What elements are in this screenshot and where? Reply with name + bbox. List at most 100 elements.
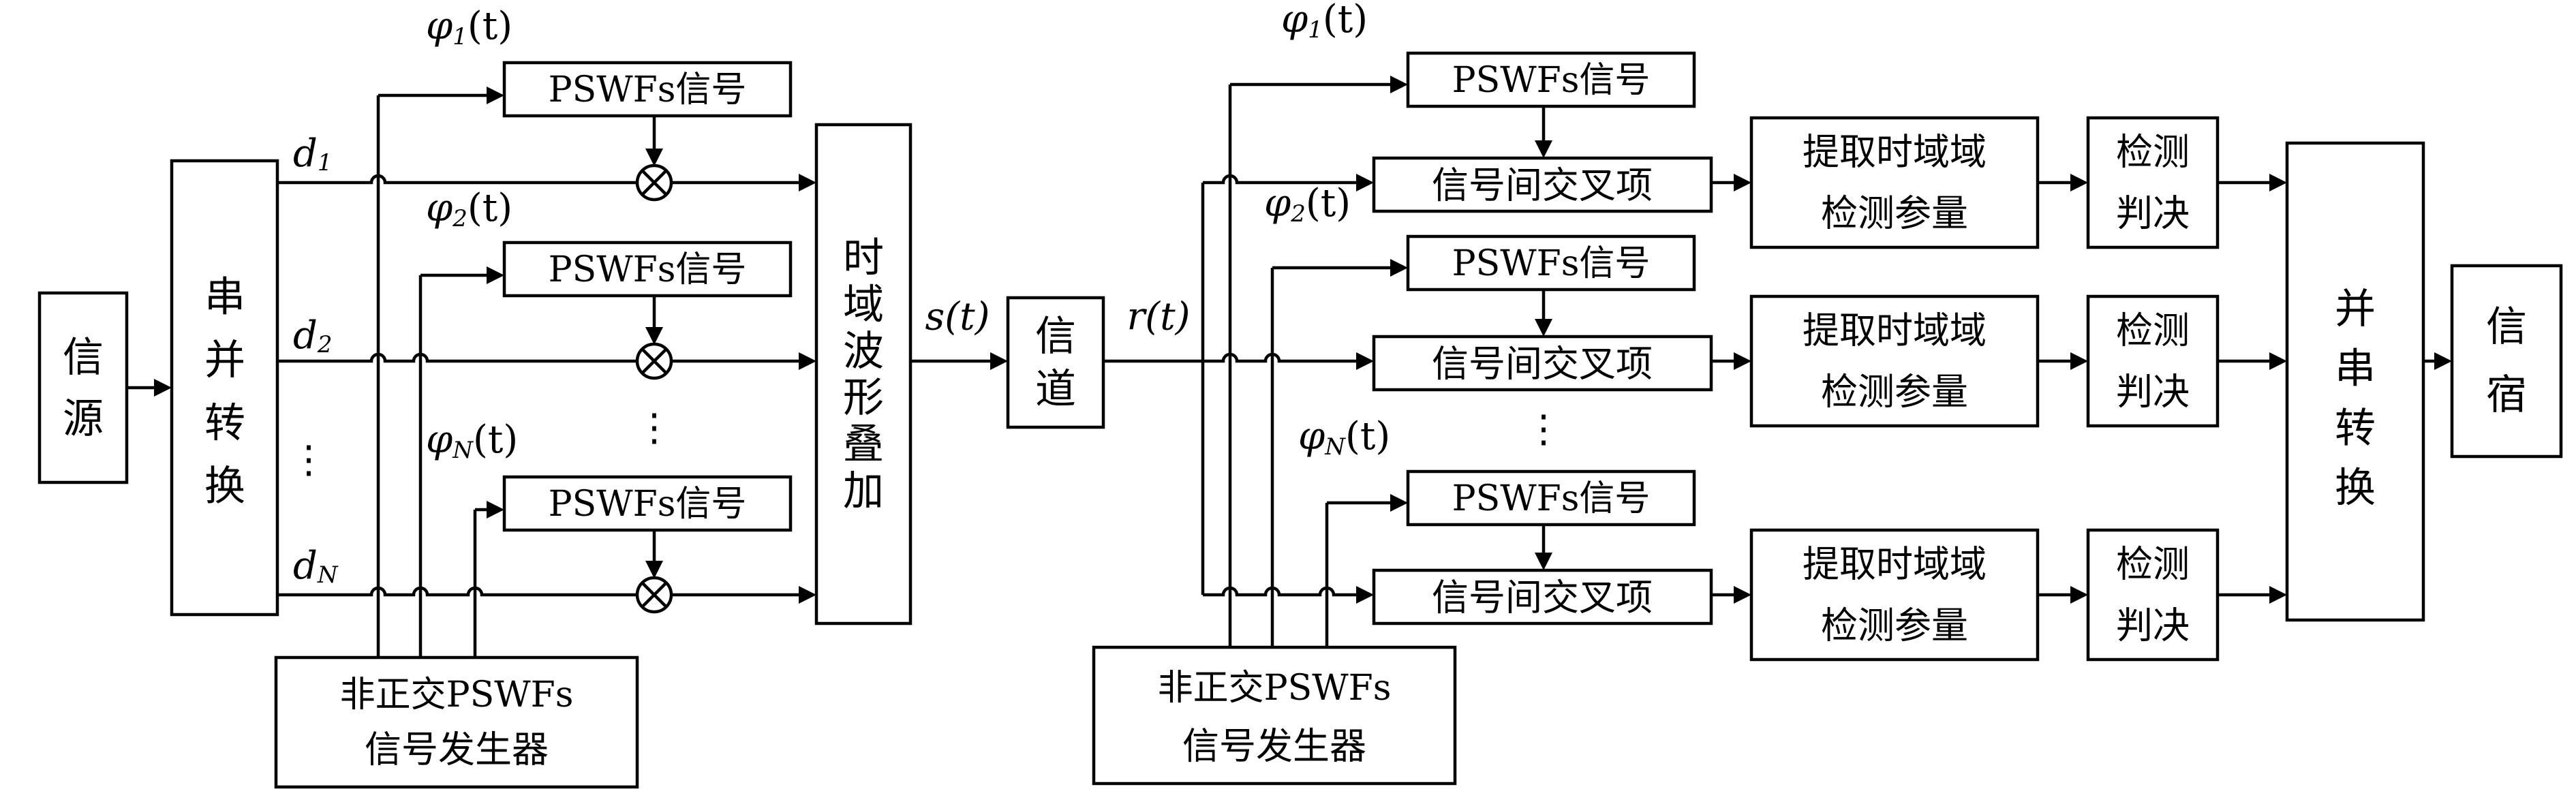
- rx-gen-arrow-3: [1390, 494, 1408, 512]
- cross-term-label-1: 信号间交叉项: [1432, 164, 1653, 207]
- tx-mixer-3: [635, 576, 673, 614]
- tx-mixer-1: [635, 164, 673, 202]
- rx-generator-line1: 非正交PSWFs: [1158, 668, 1392, 709]
- rx-signal-arrow-1: [1356, 174, 1374, 191]
- extract-decide-arrow-3: [2070, 586, 2088, 604]
- dN-label: dN: [293, 544, 339, 589]
- source-block: 信源: [37, 291, 129, 484]
- sink-label-char-1: 宿: [2486, 371, 2527, 419]
- tx-gen-arrow-3: [487, 501, 504, 519]
- tx-gen-arrow-2: [487, 266, 504, 284]
- tx-data-line-2: [277, 352, 637, 363]
- svg-text:φ2(t): φ2(t): [426, 186, 512, 233]
- rx-pswf-box-1: PSWFs信号: [1406, 51, 1696, 108]
- st-arrow: [990, 352, 1008, 370]
- rx-signal-line-1: [1203, 174, 1356, 185]
- svg-text:φN(t): φN(t): [1298, 414, 1390, 461]
- sink-label-char-0: 信: [2486, 303, 2527, 351]
- tx-mixer-arrow-2: [799, 352, 816, 370]
- rx-pswf-box-2: PSWFs信号: [1406, 234, 1696, 292]
- decide-line2-1: 判决: [2116, 192, 2190, 235]
- d2-label: d2: [293, 313, 333, 359]
- extract-line1-1: 提取时域域: [1803, 131, 1987, 174]
- tx-phi2-label: φ2(t): [426, 186, 512, 233]
- tx-mixer-2: [635, 342, 673, 380]
- superpose-label-char-4: 叠: [843, 421, 884, 469]
- extract-line2-3: 检测参量: [1821, 604, 1968, 647]
- extract-line1-3: 提取时域域: [1803, 543, 1987, 586]
- tx-pswf-box-2: PSWFs信号: [502, 241, 793, 298]
- extract-line1-2: 提取时域域: [1803, 309, 1987, 352]
- superpose-label-char-1: 域: [843, 281, 884, 329]
- decide-line1-3: 检测: [2116, 543, 2190, 586]
- ps-sink-arrow: [2434, 352, 2452, 370]
- r-t-label: r(t): [1127, 295, 1191, 339]
- tx-phiN-label: φN(t): [426, 418, 518, 465]
- d1-label: d1: [293, 132, 333, 177]
- tx-mixer-arrow-1: [799, 174, 816, 191]
- rx-pswf-cross-arrow-1: [1535, 140, 1552, 158]
- tx-pswf-box-1-label: PSWFs信号: [549, 69, 747, 110]
- sink-block: 信宿: [2450, 264, 2563, 459]
- decide-ps-arrow-2: [2269, 352, 2287, 370]
- channel-block: 信道: [1006, 296, 1105, 429]
- rx-pswf-cross-arrow-2: [1535, 319, 1552, 337]
- svg-text:φN(t): φN(t): [426, 418, 518, 465]
- superpose-label-char-2: 波: [843, 328, 884, 375]
- tx-pswf-box-1: PSWFs信号: [502, 61, 793, 118]
- sp-convert-label-char-1: 并: [204, 337, 245, 384]
- decide-ps-arrow-3: [2269, 586, 2287, 604]
- rx-pswf-box-2-label: PSWFs信号: [1452, 243, 1651, 284]
- sp-convert-label-char-3: 换: [204, 463, 245, 510]
- superpose-label-char-3: 形: [843, 374, 884, 422]
- sp-convert-label-char-2: 转: [204, 399, 245, 447]
- rx-phiN-label: φN(t): [1298, 414, 1390, 461]
- ps-convert-label-char-3: 换: [2335, 464, 2376, 512]
- sp-convert-label-char-0: 串: [204, 273, 245, 321]
- tx-pswf-box-3: PSWFs信号: [502, 475, 793, 532]
- rx-signal-arrow-3: [1356, 586, 1374, 604]
- cross-term-block-3: 信号间交叉项: [1372, 568, 1713, 625]
- rx-pswf-box-3: PSWFs信号: [1406, 469, 1696, 527]
- ps-convert-label-char-2: 转: [2335, 405, 2376, 452]
- extract-decide-arrow-2: [2070, 352, 2088, 370]
- source-arrow: [154, 379, 172, 397]
- tx-gen-arrow-1: [487, 87, 504, 104]
- cross-term-block-2: 信号间交叉项: [1372, 335, 1713, 392]
- cross-extract-arrow-3: [1734, 586, 1751, 604]
- channel-label-char-1: 道: [1035, 365, 1076, 413]
- rx-gen-arrow-1: [1390, 76, 1408, 93]
- source-label-char-1: 源: [63, 395, 104, 443]
- cross-extract-arrow-2: [1734, 352, 1751, 370]
- cross-extract-arrow-1: [1734, 174, 1751, 191]
- ps-convert-label-char-1: 串: [2335, 345, 2376, 392]
- s-t-label: s(t): [925, 295, 990, 339]
- svg-text:φ2(t): φ2(t): [1264, 181, 1351, 228]
- rx-gen-arrow-2: [1390, 259, 1408, 277]
- tx-ellipsis-left: ⋮: [290, 438, 328, 482]
- svg-text:φ1(t): φ1(t): [426, 4, 512, 51]
- decide-line1-2: 检测: [2116, 309, 2190, 352]
- rx-phi2-label: φ2(t): [1264, 181, 1351, 228]
- decide-line2-2: 判决: [2116, 371, 2190, 414]
- extract-line2-2: 检测参量: [1821, 371, 1968, 414]
- channel-label-char-0: 信: [1035, 313, 1076, 360]
- superpose-label-char-5: 加: [843, 467, 884, 515]
- tx-pswf-mixer-arrow-1: [645, 149, 663, 166]
- ps-convert-label-char-0: 并: [2335, 285, 2376, 333]
- tx-pswf-mixer-arrow-2: [645, 327, 663, 345]
- rx-signal-arrow-2: [1356, 352, 1374, 370]
- decide-line2-3: 判决: [2116, 604, 2190, 647]
- extract-line2-1: 检测参量: [1821, 192, 1968, 235]
- tx-data-line-1: [277, 174, 637, 185]
- rx-phi1-label: φ1(t): [1281, 0, 1368, 44]
